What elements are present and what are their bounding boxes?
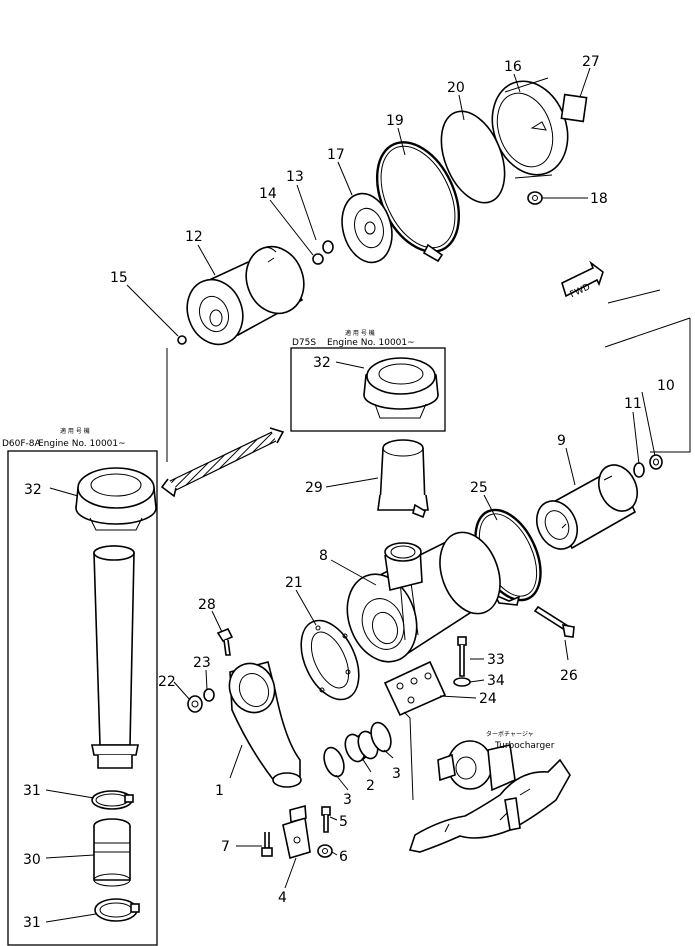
part-number-10: 10	[657, 378, 675, 394]
turbocharger: ターボチャージャ Turbocharger	[403, 711, 571, 853]
part-number-32-mid: 32	[313, 355, 331, 371]
part-number-34: 34	[487, 673, 505, 689]
nut-22	[187, 695, 203, 713]
part-number-26: 26	[560, 668, 578, 684]
hose-long	[160, 427, 285, 498]
part-number-27: 27	[582, 54, 600, 70]
part-number-33: 33	[487, 652, 505, 668]
part-number-23: 23	[193, 655, 211, 671]
element-17	[341, 192, 393, 264]
nut-18	[527, 191, 543, 205]
washer-13	[322, 240, 334, 254]
bolt-28	[216, 627, 234, 656]
bolt-5	[321, 806, 331, 833]
part-number-19: 19	[386, 113, 404, 129]
part-number-13: 13	[286, 169, 304, 185]
mid-box-engine: Engine No. 10001~	[327, 338, 415, 348]
elbow-29	[377, 439, 429, 519]
clamp-31-top	[91, 790, 134, 810]
part-number-16: 16	[504, 59, 522, 75]
nut-14	[312, 253, 324, 265]
part-number-labels: 27 16 20 19 17 13 14 12 15 18 10 11 9 25…	[23, 54, 675, 931]
clip-15	[177, 335, 187, 345]
washer-34	[453, 677, 471, 687]
hose-2	[344, 730, 379, 763]
left-box-d60f: 適 用 号 機 D60F-8A Engine No. 10001~	[2, 427, 158, 946]
gasket-21	[300, 619, 360, 701]
hose-30	[93, 818, 131, 887]
leader-lines	[166, 289, 691, 462]
part-number-6: 6	[339, 849, 348, 865]
pipe-left	[91, 545, 139, 769]
part-number-1: 1	[215, 783, 224, 799]
cap-32-left	[75, 467, 157, 531]
turbo-label: Turbocharger	[494, 741, 555, 751]
part-number-15: 15	[110, 270, 128, 286]
bracket-4	[282, 804, 311, 860]
left-box-jp-label: 適 用 号 機	[60, 427, 90, 435]
part-number-18: 18	[590, 191, 608, 207]
part-number-2: 2	[366, 778, 375, 794]
elbow-1	[228, 661, 302, 788]
washer-23	[203, 688, 215, 702]
bolt-33	[457, 636, 467, 677]
part-number-9: 9	[557, 433, 566, 449]
cap-32-mid	[363, 357, 439, 419]
part-number-14: 14	[259, 186, 277, 202]
clamp-31-bottom	[94, 898, 140, 922]
part-number-3a: 3	[343, 792, 352, 808]
washer-11	[633, 462, 645, 478]
clamp-3-left	[323, 746, 345, 778]
clamp-3-right	[370, 721, 392, 753]
part-number-30: 30	[23, 852, 41, 868]
part-number-3b: 3	[392, 766, 401, 782]
part-number-20: 20	[447, 80, 465, 96]
part-number-32-left: 32	[24, 482, 42, 498]
callout-leaders	[45, 67, 656, 923]
mid-box-model: D75S	[292, 338, 316, 348]
left-box-model: D60F-8A	[2, 439, 42, 449]
part-number-22: 22	[158, 674, 176, 690]
bolt-7	[261, 832, 273, 857]
element-9	[535, 464, 639, 550]
air-cleaner-8	[346, 531, 501, 663]
part-number-31-bottom: 31	[23, 915, 41, 931]
part-number-7: 7	[221, 839, 230, 855]
element-12	[186, 245, 305, 346]
part-number-21: 21	[285, 575, 303, 591]
part-number-5: 5	[339, 814, 348, 830]
bracket-24	[383, 660, 447, 717]
part-number-4: 4	[278, 890, 287, 906]
nut-6	[317, 844, 333, 858]
sticker-27	[560, 93, 588, 123]
part-number-24: 24	[479, 691, 497, 707]
part-number-25: 25	[470, 480, 488, 496]
left-box-engine: Engine No. 10001~	[38, 439, 126, 449]
fwd-arrow-icon: FWD	[561, 260, 604, 300]
part-number-11: 11	[624, 396, 642, 412]
part-number-8: 8	[319, 548, 328, 564]
mid-box-jp-label: 適 用 号 機	[345, 329, 375, 337]
bolt-26	[533, 605, 575, 638]
turbo-jp-label: ターボチャージャ	[486, 730, 534, 738]
part-number-17: 17	[327, 147, 345, 163]
mid-box-d75s: 適 用 号 機 D75S Engine No. 10001~	[290, 329, 446, 432]
part-number-29: 29	[305, 480, 323, 496]
part-number-28: 28	[198, 597, 216, 613]
seal-20	[440, 110, 506, 204]
nut-10	[649, 454, 663, 470]
part-number-12: 12	[185, 229, 203, 245]
part-number-31-top: 31	[23, 783, 41, 799]
band-19	[375, 141, 461, 263]
